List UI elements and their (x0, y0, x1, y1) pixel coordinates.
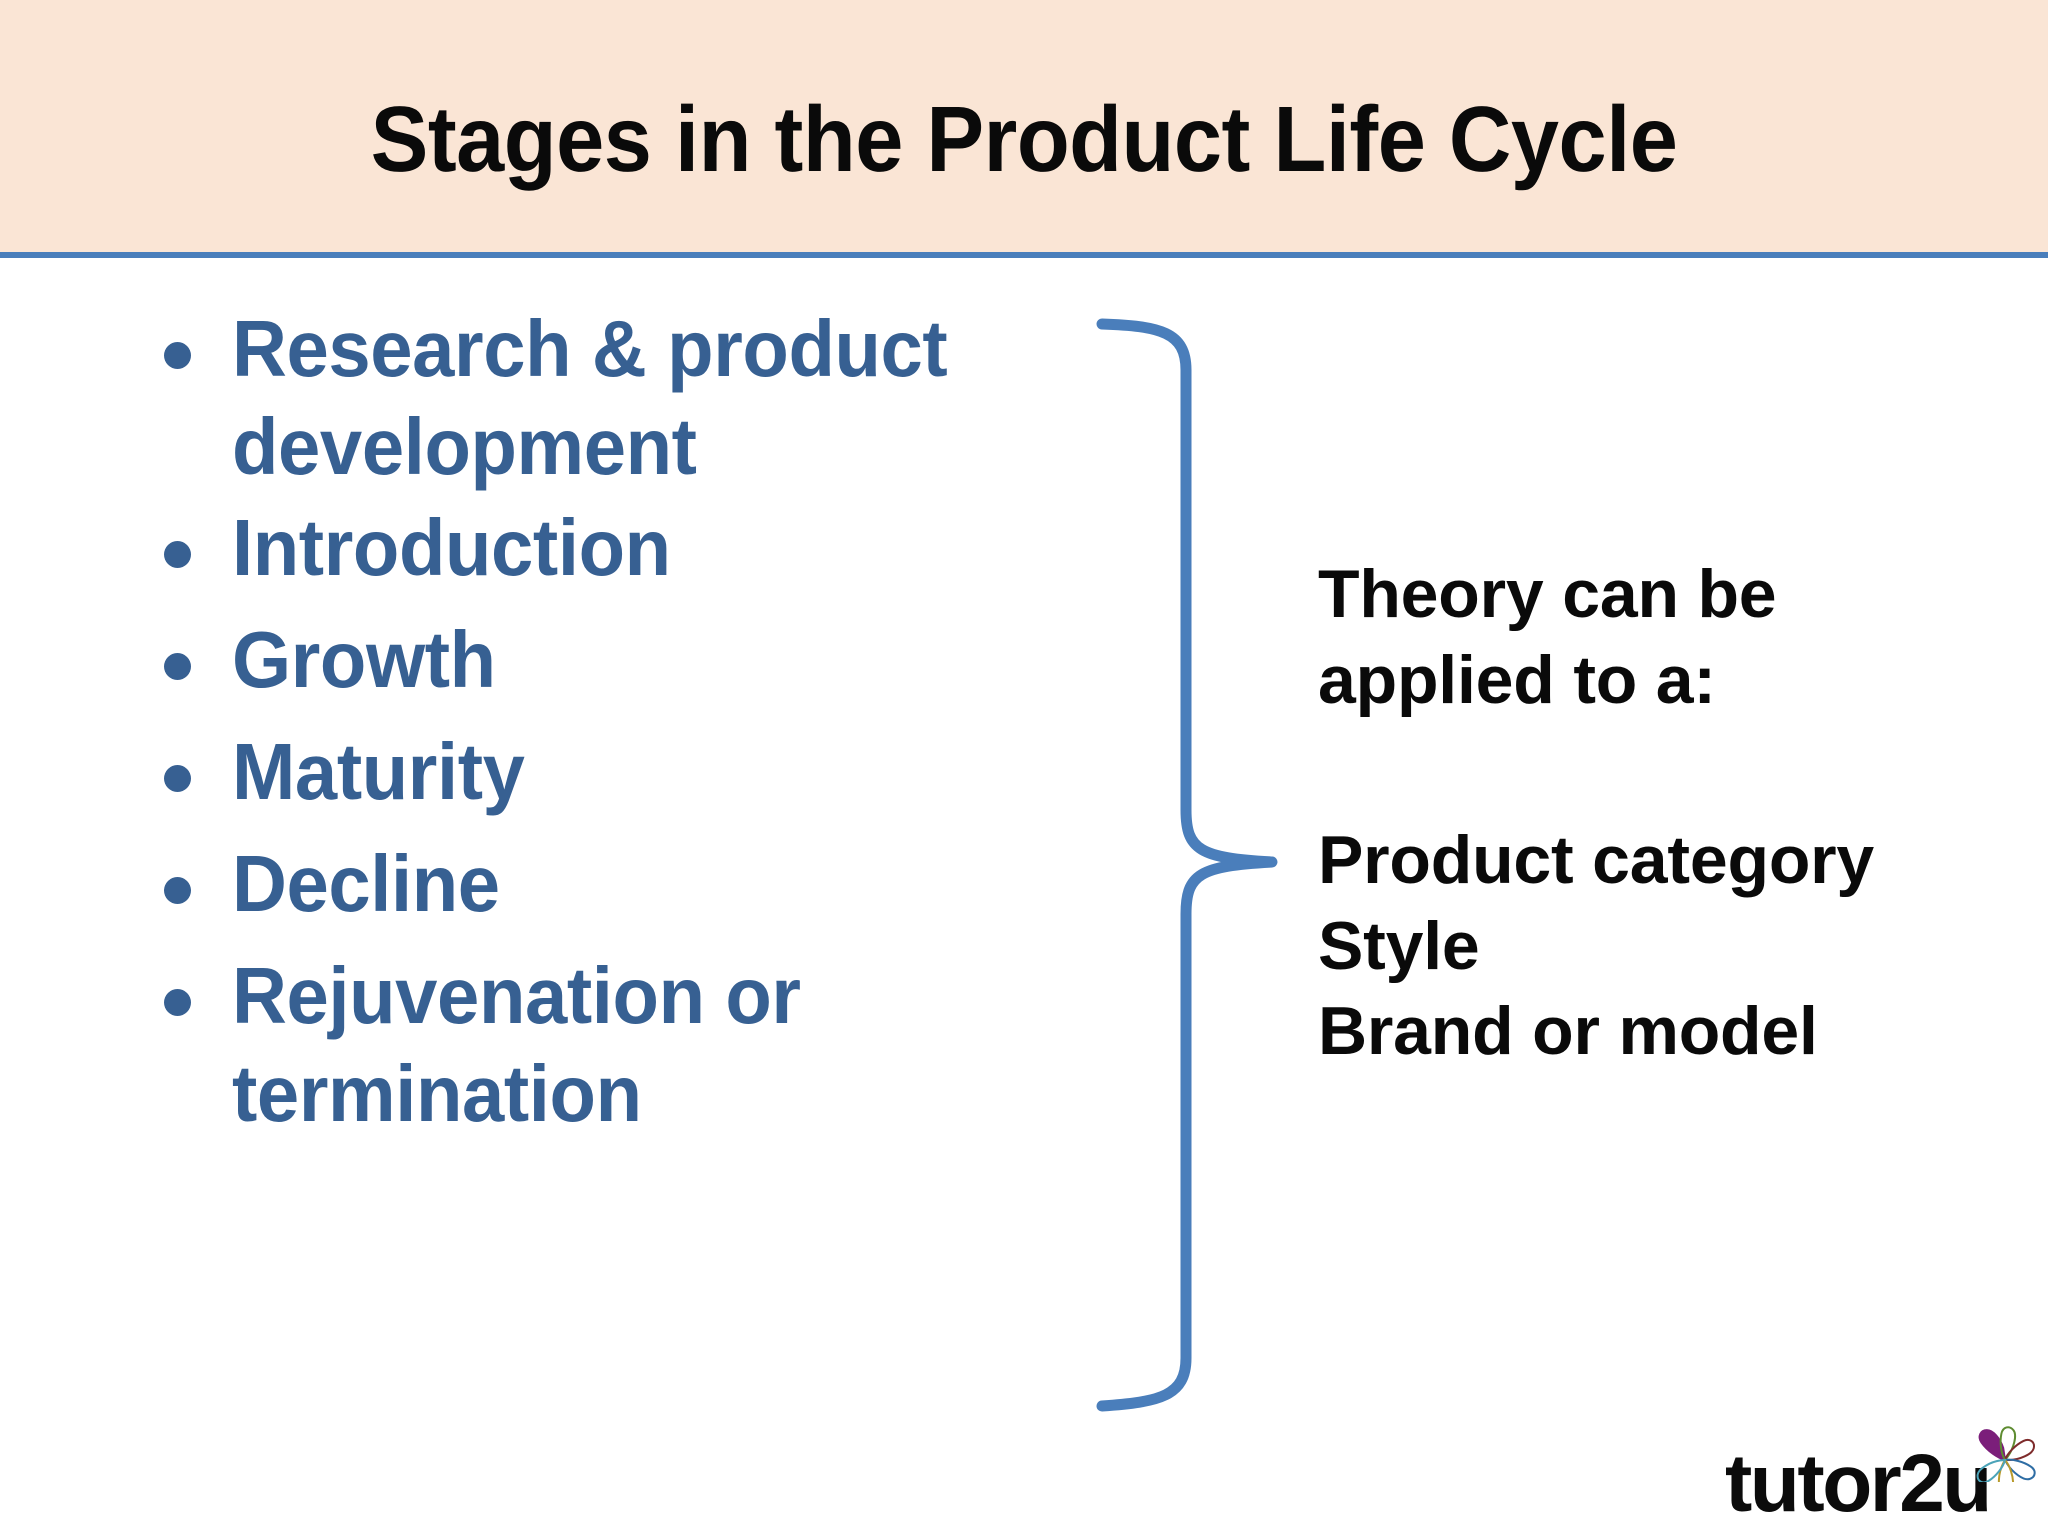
list-item-label: Maturity (232, 727, 525, 817)
bullet-dot-icon (150, 499, 232, 607)
note-list-item: Product category (1318, 822, 1875, 898)
bullet-dot-icon (150, 947, 232, 1055)
note-heading-line-2: applied to a: (1318, 641, 1716, 718)
list-item: Introduction (150, 499, 1080, 607)
list-item: Rejuvenation or termination (150, 947, 1080, 1142)
list-item-label: Rejuvenation or termination (232, 951, 801, 1138)
list-item: Maturity (150, 723, 1080, 831)
list-item-label: Decline (232, 839, 500, 929)
list-item-label: Introduction (232, 503, 671, 593)
bullet-dot-icon (150, 300, 232, 408)
page-title: Stages in the Product Life Cycle (370, 86, 1678, 191)
list-item: Growth (150, 611, 1080, 719)
bullet-dot-icon (150, 611, 232, 719)
list-item: Research & product development (150, 300, 1080, 495)
note-list-item: Brand or model (1318, 993, 1818, 1070)
tutor2u-logo: tutor2u (1725, 1425, 2036, 1529)
list-item: Decline (150, 835, 1080, 943)
logo-wordmark: tutor2u (1725, 1438, 1992, 1529)
list-item-label: Growth (232, 615, 496, 705)
header-band (0, 0, 2048, 252)
list-item-label: Research & product development (232, 304, 948, 491)
header-divider-rule (0, 252, 2048, 258)
curly-brace-icon (1096, 318, 1278, 1412)
note-heading: Theory can be applied to a: (1318, 552, 2008, 723)
bullet-dot-icon (150, 723, 232, 831)
flower-petals-icon (1976, 1426, 2036, 1482)
note-item-list: Product category Style Brand or model (1318, 818, 2038, 1075)
note-heading-line-1: Theory can be (1318, 556, 1777, 632)
bullet-dot-icon (150, 835, 232, 943)
note-list-item: Style (1318, 907, 1480, 984)
stages-bullet-list: Research & product development Introduct… (150, 300, 1080, 1146)
